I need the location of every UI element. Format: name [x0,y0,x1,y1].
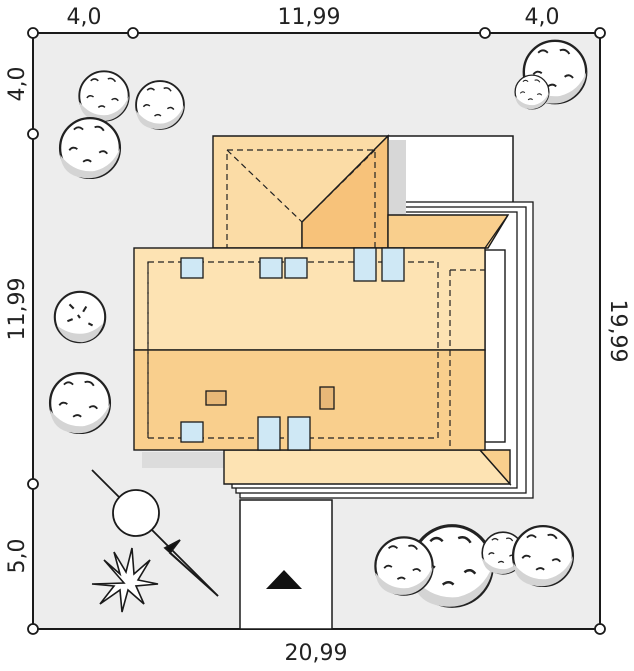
compass-icon [91,469,219,597]
dimension-nodes [27,27,606,635]
dim-left-bottom: 5,0 [5,539,30,574]
dim-top-middle: 11,99 [278,5,341,30]
dim-right: 19,99 [605,300,630,363]
north-arrow-icon [163,539,219,597]
dim-bottom: 20,99 [285,641,348,666]
dim-left-top: 4,0 [5,67,30,102]
entrance-arrow-icon [266,570,302,589]
roof-shadow [142,452,232,468]
front-wing-roof [212,134,390,249]
side-wing-roof [223,214,512,486]
chimneys [205,386,335,410]
dim-top-left: 4,0 [67,5,102,30]
plant-icon [91,547,159,613]
dim-left-middle: 11,99 [5,278,30,341]
skylights [180,247,405,451]
dim-top-right: 4,0 [525,5,560,30]
driveway [239,499,333,630]
